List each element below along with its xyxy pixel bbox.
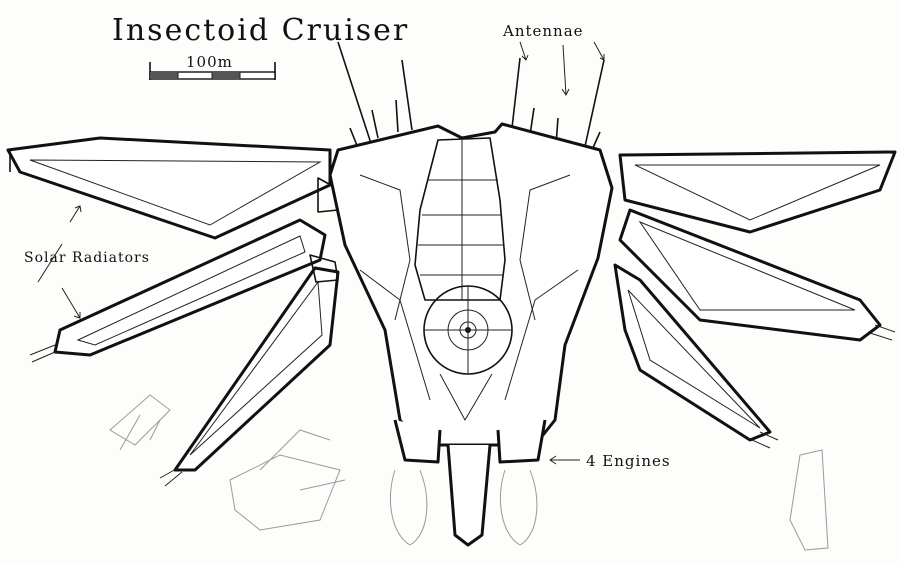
right-radiator-panels xyxy=(613,150,897,449)
insect-sketches xyxy=(109,394,829,551)
main-hull xyxy=(328,122,614,447)
engines xyxy=(389,419,547,547)
antennae-callout: Antennae xyxy=(502,22,605,96)
title-text: Insectoid Cruiser xyxy=(112,13,409,48)
solar-radiators-callout: Solar Radiators xyxy=(24,205,150,319)
engines-label: 4 Engines xyxy=(586,452,671,470)
left-radiator-panels xyxy=(6,136,341,487)
antennae-label: Antennae xyxy=(502,22,584,40)
engines-callout: 4 Engines xyxy=(549,452,671,470)
scale-bar: 100m xyxy=(149,53,276,80)
scale-label: 100m xyxy=(186,53,233,71)
solar-radiators-label: Solar Radiators xyxy=(24,250,150,266)
